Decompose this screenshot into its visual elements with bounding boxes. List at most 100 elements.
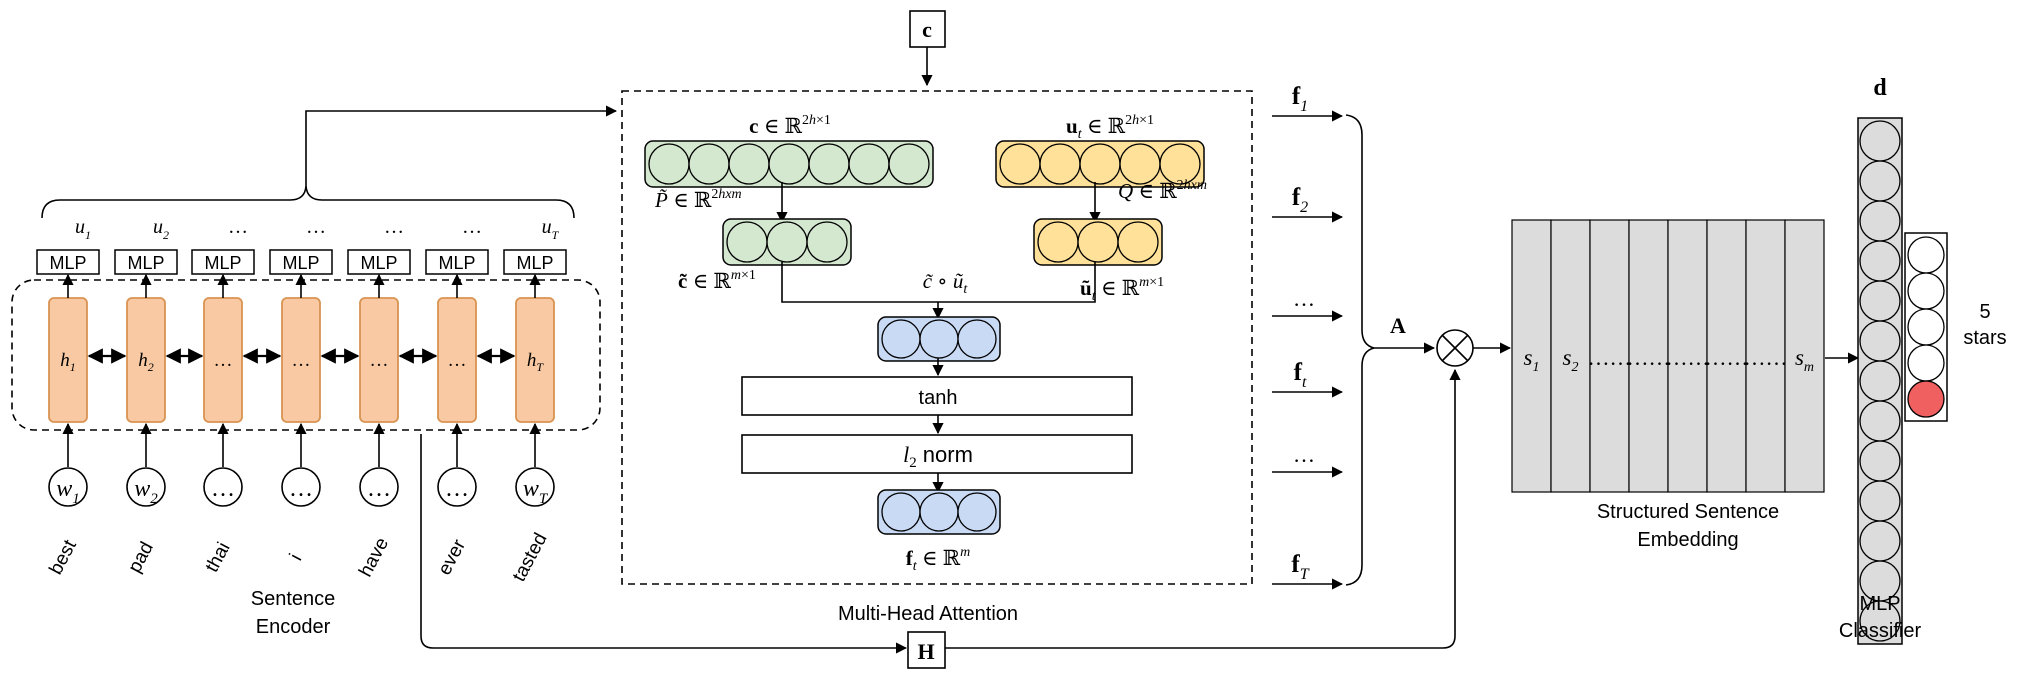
vector-cell <box>1077 221 1119 263</box>
output-cell <box>1907 380 1945 418</box>
vector-cell <box>957 319 997 359</box>
word-label: ever <box>434 536 470 579</box>
multi-head-attention: c c ∈ ℝ2h×1 ut ∈ ℝ2h×1 P̃ ∈ ℝ2hxm Q ∈ ℝ2… <box>621 10 1253 625</box>
mlp-label: MLP <box>360 253 397 273</box>
vector-cell <box>919 319 959 359</box>
norm-label: l2 norm <box>903 442 973 471</box>
norm-box <box>741 434 1133 474</box>
h-to-multiply-arrow <box>944 368 1461 649</box>
word-node <box>281 467 321 507</box>
mlp-classifier <box>1857 117 1948 645</box>
features-brace <box>1345 114 1375 586</box>
word-node-label: … <box>211 476 235 502</box>
vector-cell <box>806 221 848 263</box>
mlp-box <box>347 249 411 275</box>
hadamard-label: c̃ ∘ ũt <box>923 269 969 297</box>
mlp-box <box>269 249 333 275</box>
u-label: … <box>228 216 248 238</box>
mlp-box <box>36 249 100 275</box>
vector-cell <box>1079 143 1121 185</box>
hidden-state-label: … <box>370 350 389 371</box>
d-vector-cell <box>1859 400 1901 442</box>
d-label: d <box>1873 75 1887 101</box>
bracket-to-attention-line <box>305 105 618 186</box>
tanh-box <box>741 376 1133 416</box>
u-label: … <box>384 216 404 238</box>
embedding-slot-ellipsis: …… <box>1627 345 1671 370</box>
output-cell <box>1907 308 1945 346</box>
mlp-label: MLP <box>438 253 475 273</box>
u-label: u2 <box>153 216 169 242</box>
u-label: u1 <box>75 216 91 242</box>
embedding-slot <box>1667 219 1708 493</box>
d-vector-cell <box>1859 200 1901 242</box>
mlp-label: MLP <box>282 253 319 273</box>
encoder-title-line2: Encoder <box>256 616 331 638</box>
feature-label: f1 <box>1292 83 1308 115</box>
mlp-label: MLP <box>49 253 86 273</box>
embedding-slot-label: s2 <box>1563 345 1579 375</box>
h-path-line <box>420 434 908 654</box>
word-node-label: wT <box>523 476 549 507</box>
mlp-box <box>191 249 255 275</box>
vector-cell <box>766 221 808 263</box>
embedding-slot-ellipsis: …… <box>1588 345 1632 370</box>
u-label: … <box>306 216 326 238</box>
ut-vector <box>995 140 1205 188</box>
vector-cell <box>999 143 1041 185</box>
q-dim-label: Q ∈ ℝ2hxm <box>1118 178 1207 203</box>
attention-title: Multi-Head Attention <box>838 603 1018 625</box>
embedding-slot <box>1706 219 1747 493</box>
c-tilde-dim-label: c̃ ∈ ℝm×1 <box>678 268 756 293</box>
word-label: have <box>355 534 393 580</box>
classifier-title-line1: MLP <box>1859 593 1900 615</box>
word-node <box>359 467 399 507</box>
d-vector-cell <box>1859 120 1901 162</box>
d-vector-cell <box>1859 480 1901 522</box>
word-node-label: … <box>367 476 391 502</box>
vector-cell <box>1117 221 1159 263</box>
multiply-node <box>1436 329 1474 367</box>
attention-container <box>621 90 1253 585</box>
embedding-slot <box>1784 219 1825 493</box>
a-label: A <box>1390 313 1406 338</box>
vector-cell <box>919 492 959 532</box>
embedding-slot-ellipsis: …… <box>1705 345 1749 370</box>
embedding-slot-label: sm <box>1795 345 1814 375</box>
mlp-box <box>425 249 489 275</box>
word-label: thai <box>202 539 235 576</box>
embedding-slot-ellipsis: …… <box>1666 345 1710 370</box>
mlp-label: MLP <box>516 253 553 273</box>
ft-vector <box>877 489 1001 535</box>
word-node <box>48 467 88 507</box>
word-label: best <box>45 536 81 578</box>
vector-cell <box>888 143 930 185</box>
d-vector-cell <box>1859 600 1901 642</box>
d-vector-cell <box>1859 240 1901 282</box>
hidden-state-label: h2 <box>138 350 154 374</box>
vector-cell <box>726 221 768 263</box>
hidden-state-label: h1 <box>60 350 76 374</box>
vector-cell <box>881 319 921 359</box>
tanh-label: tanh <box>919 387 958 409</box>
vector-cell <box>808 143 850 185</box>
mlp-box <box>114 249 178 275</box>
d-vector-cell <box>1859 440 1901 482</box>
p-dim-label: P̃ ∈ ℝ2hxm <box>654 187 742 212</box>
word-node-label: … <box>289 476 313 502</box>
embedding-slot-ellipsis: …… <box>1744 345 1788 370</box>
mlp-label: MLP <box>204 253 241 273</box>
c-tilde-vector <box>722 218 852 266</box>
hidden-state-label: … <box>448 350 467 371</box>
output-cell <box>1907 344 1945 382</box>
encoder-bracket <box>41 185 575 219</box>
vector-cell <box>1037 221 1079 263</box>
feature-ellipsis: … <box>1293 442 1315 467</box>
d-vector-cell <box>1859 280 1901 322</box>
word-label: tasted <box>509 530 552 586</box>
d-vector-cell <box>1859 160 1901 202</box>
product-vector <box>877 316 1001 362</box>
vector-cell <box>957 492 997 532</box>
vector-cell <box>688 143 730 185</box>
